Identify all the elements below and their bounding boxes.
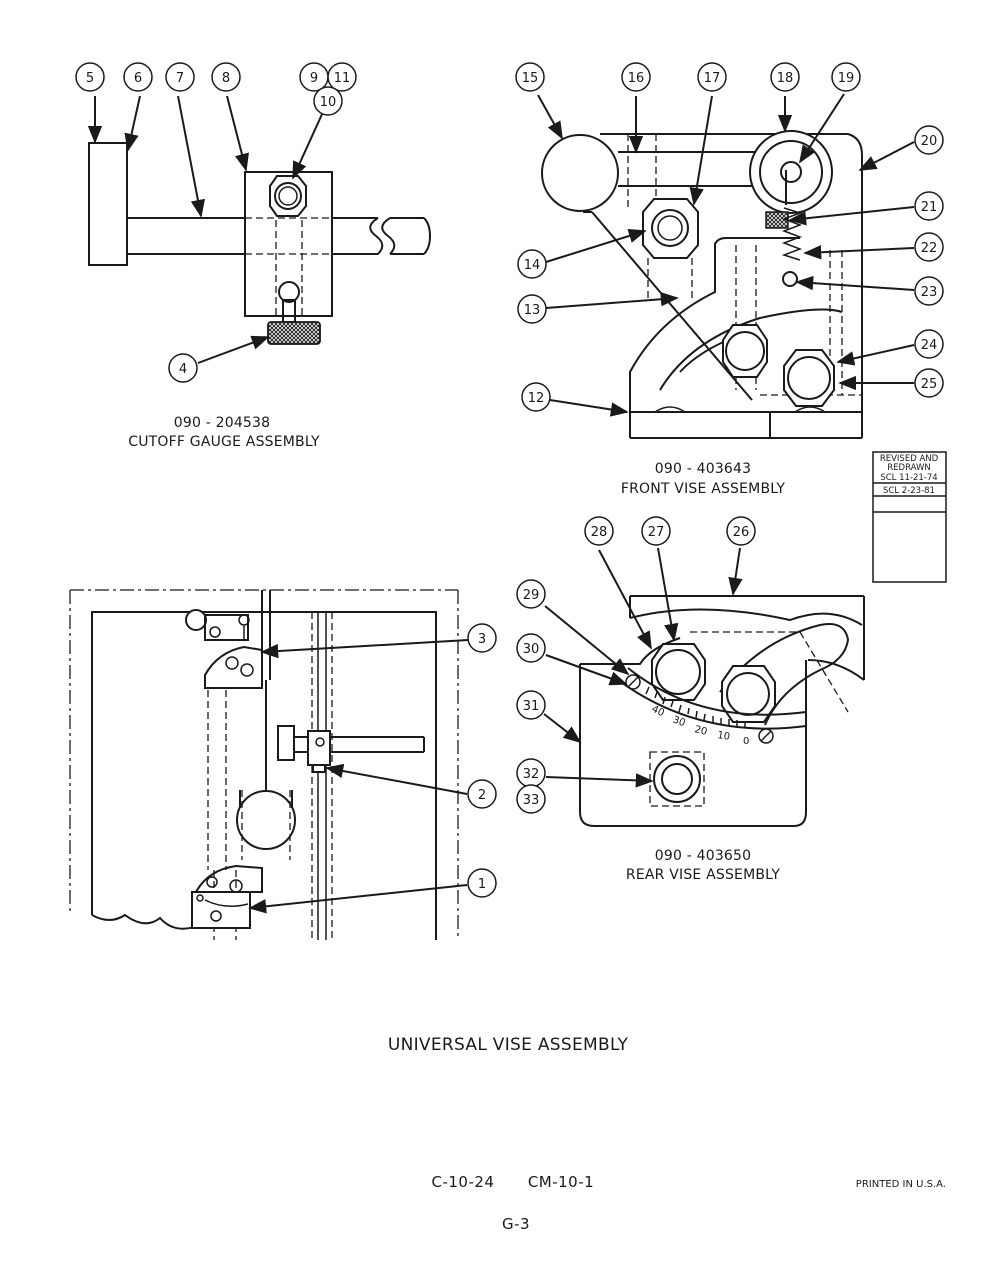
callout-30: 30: [516, 633, 546, 663]
callout-16: 16: [621, 62, 651, 92]
revision-line-3: SCL 11-21-74: [880, 473, 937, 483]
svg-text:8: 8: [222, 71, 230, 86]
scale-label-30: 30: [671, 714, 687, 729]
svg-text:11: 11: [334, 71, 351, 86]
front-vise-part-number: 090 - 403643: [655, 461, 752, 477]
svg-text:31: 31: [523, 699, 540, 714]
svg-text:20: 20: [921, 134, 938, 149]
callout-2: 2: [467, 779, 497, 809]
svg-text:10: 10: [320, 95, 337, 110]
doc-reference: C-10-24: [432, 1173, 495, 1191]
svg-text:12: 12: [528, 391, 545, 406]
callout-28: 28: [584, 516, 614, 546]
svg-text:21: 21: [921, 200, 938, 215]
svg-text:28: 28: [591, 525, 608, 540]
drawing-title: UNIVERSAL VISE ASSEMBLY: [388, 1035, 629, 1055]
svg-text:17: 17: [704, 71, 721, 86]
page-number: G-3: [502, 1215, 530, 1233]
callout-32: 32: [516, 758, 546, 788]
callout-19: 19: [831, 62, 861, 92]
svg-text:4: 4: [179, 362, 187, 377]
callout-3: 3: [467, 623, 497, 653]
svg-text:2: 2: [478, 788, 486, 803]
callout-6: 6: [123, 62, 153, 92]
scale-label-10: 10: [717, 730, 731, 743]
callout-22: 22: [914, 232, 944, 262]
cutoff-gauge-caption: CUTOFF GAUGE ASSEMBLY: [128, 434, 320, 450]
svg-text:18: 18: [777, 71, 794, 86]
revision-box: [872, 451, 947, 583]
svg-text:7: 7: [176, 71, 184, 86]
callout-15: 15: [515, 62, 545, 92]
revision-line-1: REVISED AND: [880, 454, 939, 464]
rear-vise-part-number: 090 - 403650: [655, 848, 752, 864]
svg-text:32: 32: [523, 767, 540, 782]
callout-27: 27: [641, 516, 671, 546]
callout-14: 14: [517, 249, 547, 279]
callout-13: 13: [517, 294, 547, 324]
rear-vise-caption: REAR VISE ASSEMBLY: [626, 867, 780, 883]
callout-12: 12: [521, 382, 551, 412]
scale-label-0: 0: [743, 736, 749, 747]
svg-text:9: 9: [310, 71, 318, 86]
angle-scale-ticks: [645, 686, 746, 728]
callout-10: 10: [313, 86, 343, 116]
callout-1: 1: [467, 868, 497, 898]
svg-text:30: 30: [523, 642, 540, 657]
svg-text:6: 6: [134, 71, 142, 86]
callout-8: 8: [211, 62, 241, 92]
cutoff-gauge-part-number: 090 - 204538: [174, 415, 271, 431]
cutoff-gauge-drawing: [87, 95, 431, 364]
manual-reference: CM-10-1: [528, 1173, 594, 1191]
svg-text:33: 33: [523, 793, 540, 808]
svg-text:3: 3: [478, 632, 486, 647]
svg-text:14: 14: [524, 258, 541, 273]
callout-18: 18: [770, 62, 800, 92]
callout-5: 5: [75, 62, 105, 92]
scale-label-40: 40: [650, 704, 666, 719]
scale-label-20: 20: [693, 724, 708, 738]
callout-26: 26: [726, 516, 756, 546]
svg-text:22: 22: [921, 241, 938, 256]
rear-vise-drawing: 40 30 20 10 0: [543, 547, 865, 827]
svg-text:15: 15: [522, 71, 539, 86]
svg-text:27: 27: [648, 525, 665, 540]
callout-11: 11: [327, 62, 357, 92]
callout-25: 25: [914, 368, 944, 398]
front-vise-drawing: [537, 93, 915, 439]
svg-text:29: 29: [523, 588, 540, 603]
callout-20: 20: [914, 125, 944, 155]
callout-33: 33: [516, 784, 546, 814]
callout-24: 24: [914, 329, 944, 359]
svg-text:13: 13: [524, 303, 541, 318]
svg-text:23: 23: [921, 285, 938, 300]
callout-7: 7: [165, 62, 195, 92]
svg-text:5: 5: [86, 71, 94, 86]
revision-line-2: REDRAWN: [887, 463, 931, 473]
svg-text:16: 16: [628, 71, 645, 86]
overview-drawing: [69, 589, 469, 940]
callout-29: 29: [516, 579, 546, 609]
svg-text:19: 19: [838, 71, 855, 86]
front-vise-caption: FRONT VISE ASSEMBLY: [621, 481, 786, 497]
svg-text:25: 25: [921, 377, 938, 392]
printed-in-usa: PRINTED IN U.S.A.: [856, 1179, 946, 1190]
callout-4: 4: [168, 353, 198, 383]
svg-text:24: 24: [921, 338, 938, 353]
callout-17: 17: [697, 62, 727, 92]
svg-text:1: 1: [478, 877, 486, 892]
revision-line-4: SCL 2-23-81: [883, 486, 935, 496]
callout-23: 23: [914, 276, 944, 306]
svg-text:26: 26: [733, 525, 750, 540]
callout-31: 31: [516, 690, 546, 720]
callout-21: 21: [914, 191, 944, 221]
callout-9: 9: [299, 62, 329, 92]
